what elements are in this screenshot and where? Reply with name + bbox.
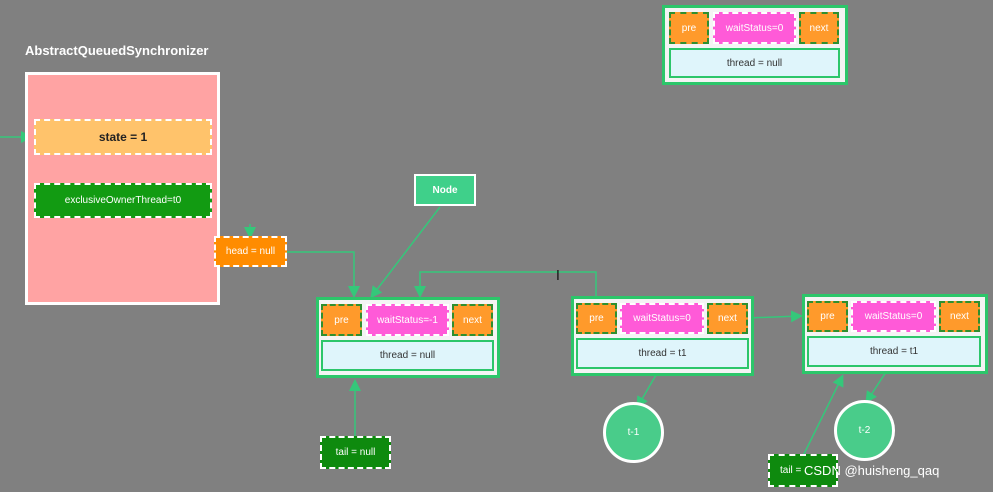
owner-box: exclusiveOwnerThread=t0 <box>34 183 212 218</box>
node2-pre-arrow <box>414 271 597 298</box>
node-top-next: next <box>799 12 839 44</box>
watermark: CSDN @huisheng_qaq <box>804 463 940 478</box>
node-3-thread: thread = t1 <box>807 336 981 367</box>
node-label-arrow <box>370 206 441 299</box>
thread-t1-circle: t-1 <box>603 402 664 463</box>
node-2-pre: pre <box>576 303 617 334</box>
head-to-node-arrow <box>287 251 360 298</box>
node-3-pre: pre <box>807 301 848 332</box>
node-1-thread: thread = null <box>321 340 494 371</box>
node-label: Node <box>414 174 476 206</box>
node-3-wait-status: waitStatus=0 <box>851 301 936 332</box>
node-1-pre: pre <box>321 304 362 336</box>
node-top-wait-status: waitStatus=0 <box>713 12 796 44</box>
node2-next-arrow <box>747 310 803 323</box>
node-2-thread: thread = t1 <box>576 338 749 369</box>
aqs-title: AbstractQueuedSynchronizer <box>25 43 209 58</box>
thread-t2-circle: t-2 <box>834 400 895 461</box>
state-box: state = 1 <box>34 119 212 155</box>
node-1-wait-status: waitStatus=-1 <box>366 304 449 336</box>
node-2-next: next <box>707 303 748 334</box>
node-2-wait-status: waitStatus=0 <box>620 303 704 334</box>
node-3-next: next <box>939 301 980 332</box>
node-1-next: next <box>452 304 493 336</box>
node-top-pre: pre <box>669 12 709 44</box>
tail-label-2: tail = <box>768 454 838 487</box>
tail-label: tail = null <box>320 436 391 469</box>
tail-label-2-text: tail = <box>780 465 802 476</box>
tail2-to-node3-arrow <box>802 374 844 457</box>
cursor-icon: I <box>556 269 560 284</box>
head-label: head = null <box>214 236 287 267</box>
node-top-thread: thread = null <box>669 48 840 78</box>
node3-to-t2-arrow <box>865 368 889 404</box>
